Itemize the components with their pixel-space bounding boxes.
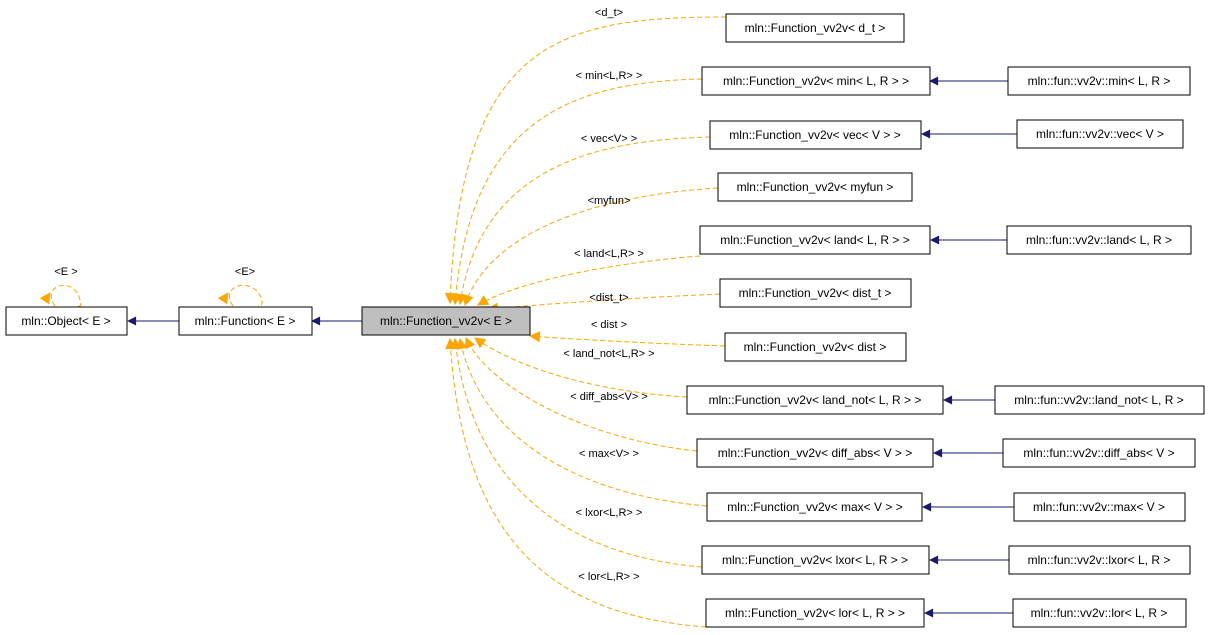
node-function-vv2v[interactable]: mln::Function_vv2v< E >	[361, 306, 531, 336]
edge-vec	[456, 136, 711, 306]
edge-object-self	[50, 284, 82, 307]
label-diff_abs: < diff_abs<V> >	[570, 391, 647, 403]
node-vv2v-myfun-label: mln::Function_vv2v< myfun >	[737, 180, 894, 194]
node-vv2v-vec-label: mln::Function_vv2v< vec< V > >	[729, 128, 900, 142]
node-vv2v-max-label: mln::Function_vv2v< max< V > >	[727, 500, 902, 514]
node-fun-lor[interactable]: mln::fun::vv2v::lor< L, R >	[1012, 598, 1187, 628]
label-dist_t: <dist_t>	[589, 292, 628, 304]
edge-land_not	[474, 337, 688, 398]
edge-min	[450, 78, 703, 306]
label-lor: < lor<L,R> >	[578, 571, 639, 583]
node-fun-diff_abs[interactable]: mln::fun::vv2v::diff_abs< V >	[1002, 438, 1196, 468]
node-fun-min[interactable]: mln::fun::vv2v::min< L, R >	[1007, 66, 1191, 96]
label-dist: < dist >	[591, 319, 627, 331]
node-vv2v-lxor-label: mln::Function_vv2v< lxor< L, R > >	[722, 553, 908, 567]
label-land: < land<L,R> >	[574, 248, 644, 260]
node-fun-min-label: mln::fun::vv2v::min< L, R >	[1028, 74, 1171, 88]
node-fun-land-label: mln::fun::vv2v::land< L, R >	[1026, 233, 1172, 247]
node-fun-diff_abs-label: mln::fun::vv2v::diff_abs< V >	[1023, 446, 1174, 460]
node-fun-vec-label: mln::fun::vv2v::vec< V >	[1036, 127, 1164, 141]
node-fun-lxor[interactable]: mln::fun::vv2v::lxor< L, R >	[1008, 545, 1191, 575]
node-fun-land_not-label: mln::fun::vv2v::land_not< L, R >	[1014, 393, 1183, 407]
node-fun-lxor-label: mln::fun::vv2v::lxor< L, R >	[1028, 553, 1171, 567]
node-vv2v-max[interactable]: mln::Function_vv2v< max< V > >	[706, 492, 923, 522]
node-fun-land_not[interactable]: mln::fun::vv2v::land_not< L, R >	[994, 385, 1205, 415]
node-vv2v-dist[interactable]: mln::Function_vv2v< dist >	[724, 332, 907, 362]
node-vv2v-min[interactable]: mln::Function_vv2v< min< L, R > >	[701, 66, 931, 96]
node-vv2v-diff_abs[interactable]: mln::Function_vv2v< diff_abs< V > >	[696, 438, 934, 468]
node-vv2v-lxor[interactable]: mln::Function_vv2v< lxor< L, R > >	[701, 545, 930, 575]
node-vv2v-land-label: mln::Function_vv2v< land< L, R > >	[720, 233, 909, 247]
node-vv2v-land_not-label: mln::Function_vv2v< land_not< L, R > >	[709, 393, 922, 407]
node-fun-vec[interactable]: mln::fun::vv2v::vec< V >	[1016, 119, 1184, 149]
label-land_not: < land_not<L,R> >	[563, 348, 654, 360]
node-vv2v-diff_abs-label: mln::Function_vv2v< diff_abs< V > >	[718, 446, 913, 460]
edge-labels: <E > <E> <d_t> < min<L,R> > < vec<V> > <…	[54, 7, 654, 583]
node-fun-max-label: mln::fun::vv2v::max< V >	[1033, 500, 1165, 514]
label-object-self: <E >	[54, 266, 77, 278]
node-fun-lor-label: mln::fun::vv2v::lor< L, R >	[1031, 606, 1168, 620]
node-fun-land[interactable]: mln::fun::vv2v::land< L, R >	[1006, 225, 1192, 255]
label-min: < min<L,R> >	[576, 70, 643, 82]
node-object-label: mln::Object< E >	[21, 314, 110, 328]
inheritance-edges	[127, 76, 1017, 618]
node-vv2v-vec[interactable]: mln::Function_vv2v< vec< V > >	[709, 120, 922, 150]
label-lxor: < lxor<L,R> >	[576, 507, 643, 519]
edge-land	[477, 255, 701, 306]
label-max: < max<V> >	[579, 448, 639, 460]
edge-diff_abs	[465, 337, 698, 452]
node-vv2v-min-label: mln::Function_vv2v< min< L, R > >	[723, 74, 909, 88]
node-vv2v-dist-label: mln::Function_vv2v< dist >	[744, 340, 887, 354]
edge-lxor	[450, 337, 703, 568]
edge-max	[456, 337, 708, 507]
node-vv2v-myfun[interactable]: mln::Function_vv2v< myfun >	[717, 172, 913, 202]
edge-dist	[528, 331, 726, 347]
node-object[interactable]: mln::Object< E >	[5, 306, 128, 336]
node-vv2v-lor[interactable]: mln::Function_vv2v< lor< L, R > >	[705, 598, 925, 628]
label-d_t: <d_t>	[595, 7, 623, 19]
edge-lor	[445, 337, 707, 628]
node-vv2v-land[interactable]: mln::Function_vv2v< land< L, R > >	[699, 225, 931, 255]
node-vv2v-d_t[interactable]: mln::Function_vv2v< d_t >	[725, 13, 905, 43]
node-vv2v-land_not[interactable]: mln::Function_vv2v< land_not< L, R > >	[686, 385, 944, 415]
edge-d_t	[444, 16, 727, 305]
node-fun-max[interactable]: mln::fun::vv2v::max< V >	[1013, 492, 1186, 522]
node-vv2v-d_t-label: mln::Function_vv2v< d_t >	[745, 21, 886, 35]
label-myfun: <myfun>	[588, 195, 631, 207]
edge-dist_t	[486, 293, 721, 314]
label-vec: < vec<V> >	[581, 133, 637, 145]
node-function-vv2v-label: mln::Function_vv2v< E >	[380, 314, 512, 328]
node-vv2v-dist_t-label: mln::Function_vv2v< dist_t >	[739, 286, 892, 300]
label-function-self: <E>	[235, 266, 255, 278]
node-vv2v-dist_t[interactable]: mln::Function_vv2v< dist_t >	[719, 278, 912, 308]
edge-function-self	[229, 284, 263, 307]
template-edges	[39, 16, 727, 628]
node-function-label: mln::Function< E >	[195, 314, 296, 328]
node-function[interactable]: mln::Function< E >	[178, 306, 313, 336]
node-vv2v-lor-label: mln::Function_vv2v< lor< L, R > >	[725, 606, 905, 620]
